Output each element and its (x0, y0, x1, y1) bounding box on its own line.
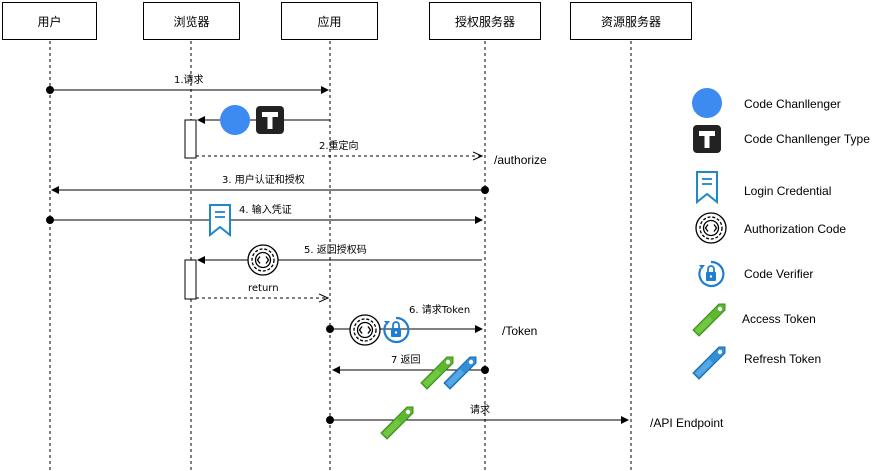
letter-t-icon (256, 106, 284, 134)
endpoint-api: /API Endpoint (650, 416, 724, 430)
legend-letter-t-icon (693, 125, 721, 153)
legend-code-challenger: Code Chanllenger (744, 97, 841, 111)
label-m3: 3. 用户认证和授权 (222, 175, 305, 186)
legend-authorization-code: Authorization Code (744, 222, 847, 236)
green-tag-icon (380, 406, 414, 440)
code-challenger-icon (220, 105, 250, 135)
activation-browser-1 (184, 119, 197, 159)
endpoint-authorize: /authorize (494, 153, 547, 167)
label-m8: 请求 (470, 405, 490, 416)
legend-code-verifier: Code Verifier (744, 267, 814, 281)
legend-code-seal-icon (695, 212, 727, 244)
actor-resource-server: 资源服务器 (570, 2, 692, 40)
label-m4: 4. 输入凭证 (239, 205, 292, 216)
code-seal-icon (247, 244, 279, 276)
label-m6: 6. 请求Token (409, 305, 471, 316)
activation-browser-2 (184, 259, 197, 300)
actor-user: 用户 (2, 2, 97, 40)
label-m1: 1.请求 (174, 75, 204, 86)
actor-app: 应用 (281, 2, 378, 40)
legend-refresh-token: Refresh Token (744, 352, 822, 366)
code-seal-icon (349, 314, 381, 346)
legend-code-challenger-icon (692, 88, 722, 118)
endpoint-token: /Token (502, 324, 538, 338)
legend-login-credential: Login Credential (744, 184, 832, 198)
legend-access-token: Access Token (742, 312, 816, 326)
legend-bookmark-ribbon-icon (696, 171, 718, 203)
legend-refresh-lock-icon (697, 260, 725, 288)
actor-browser: 浏览器 (143, 2, 240, 40)
bookmark-ribbon-icon (209, 204, 231, 236)
legend-code-challenger-type: Code Chanllenger Type (744, 132, 870, 146)
legend-green-tag-icon (692, 303, 726, 337)
label-m5: 5. 返回授权码 (304, 245, 367, 256)
actor-auth-server: 授权服务器 (429, 2, 541, 40)
label-m2: 2.重定向 (319, 141, 359, 152)
legend-blue-tag-icon (692, 346, 726, 380)
label-m7: 7 返回 (391, 355, 421, 366)
refresh-lock-icon (382, 316, 410, 344)
label-return: return (248, 283, 279, 294)
